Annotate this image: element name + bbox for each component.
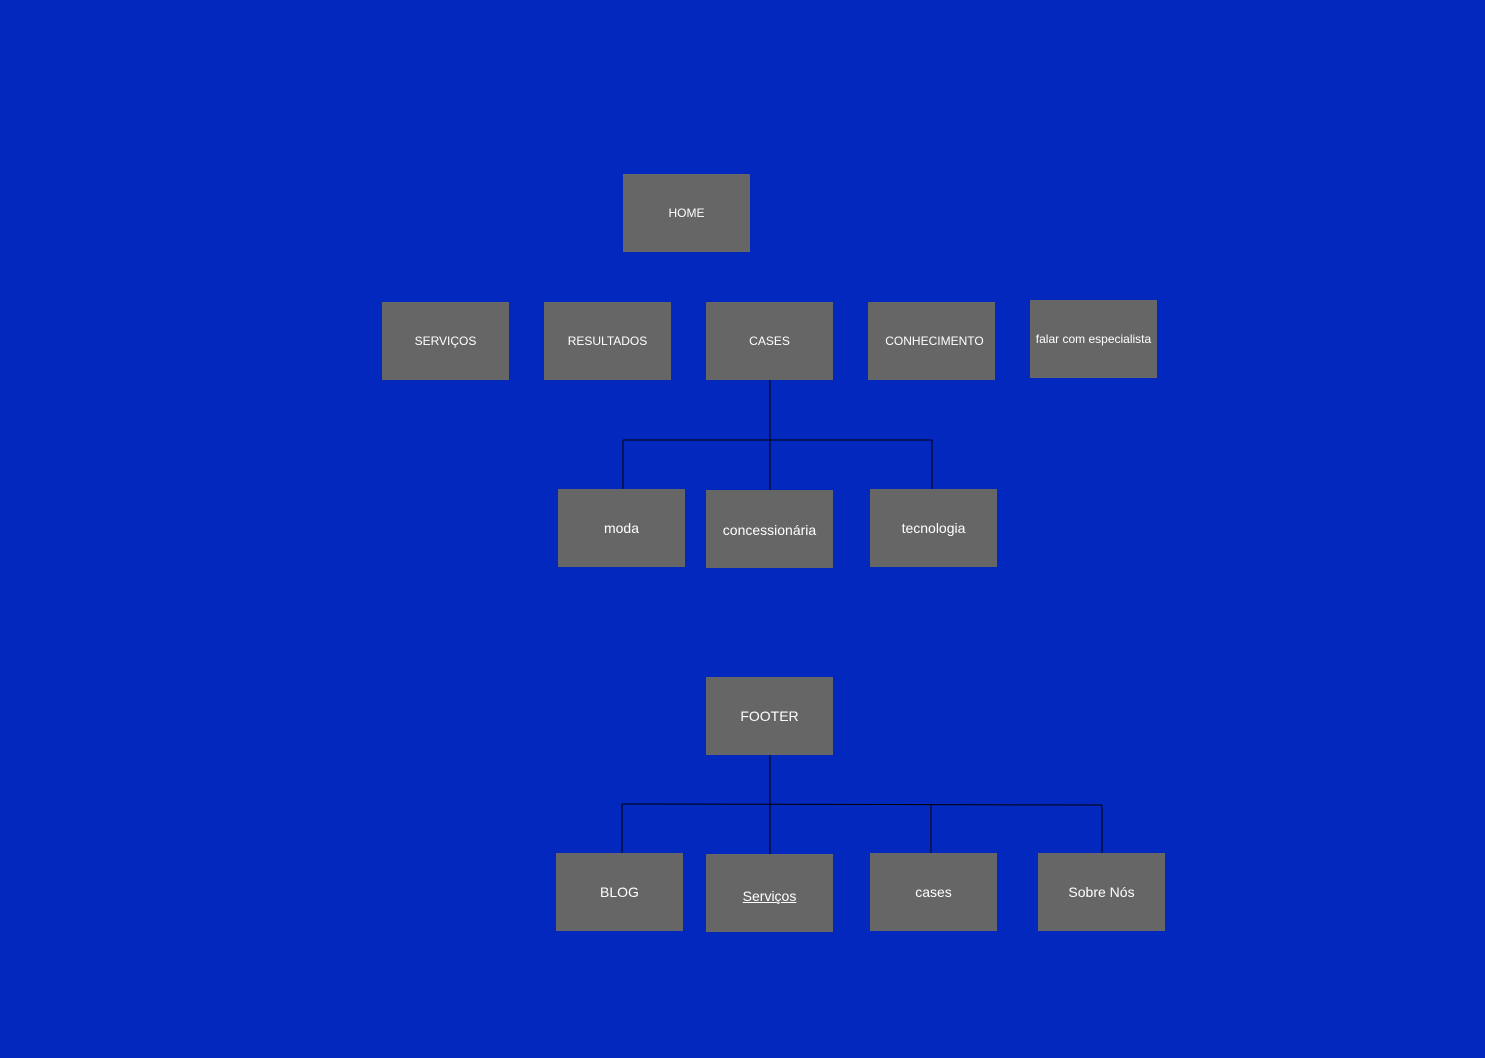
node-sobre-label: Sobre Nós bbox=[1068, 884, 1135, 900]
node-sobre-nos[interactable]: Sobre Nós bbox=[1038, 853, 1165, 931]
node-blog[interactable]: BLOG bbox=[556, 853, 683, 931]
node-moda-label: moda bbox=[603, 520, 640, 536]
node-falar-com-especialista[interactable]: falar com especialista bbox=[1030, 300, 1157, 378]
node-tecnologia[interactable]: tecnologia bbox=[870, 489, 997, 567]
node-tecnologia-label: tecnologia bbox=[901, 520, 966, 536]
node-servicos-label: SERVIÇOS bbox=[414, 334, 477, 348]
node-cases-label: CASES bbox=[749, 334, 790, 348]
connector-footer-horizontal bbox=[621, 803, 1103, 806]
node-concessionaria-label: concessionária bbox=[722, 522, 817, 538]
node-concessionaria[interactable]: concessionária bbox=[706, 490, 833, 568]
node-footer-label: FOOTER bbox=[740, 708, 799, 724]
node-home[interactable]: HOME bbox=[623, 174, 750, 252]
node-cases[interactable]: CASES bbox=[706, 302, 833, 380]
node-home-label: HOME bbox=[668, 206, 705, 220]
node-falar-label: falar com especialista bbox=[1035, 332, 1152, 346]
node-servicos[interactable]: SERVIÇOS bbox=[382, 302, 509, 380]
node-conhecimento[interactable]: CONHECIMENTO bbox=[868, 302, 995, 380]
node-cases-footer[interactable]: cases bbox=[870, 853, 997, 931]
node-blog-label: BLOG bbox=[600, 884, 639, 900]
node-cases-footer-label: cases bbox=[915, 884, 952, 900]
node-servicos-footer[interactable]: Serviços bbox=[706, 854, 833, 932]
node-conhecimento-label: CONHECIMENTO bbox=[885, 334, 984, 348]
node-moda[interactable]: moda bbox=[558, 489, 685, 567]
node-servicos-footer-label: Serviços bbox=[742, 888, 797, 904]
node-resultados[interactable]: RESULTADOS bbox=[544, 302, 671, 380]
node-resultados-label: RESULTADOS bbox=[567, 334, 648, 348]
node-footer[interactable]: FOOTER bbox=[706, 677, 833, 755]
